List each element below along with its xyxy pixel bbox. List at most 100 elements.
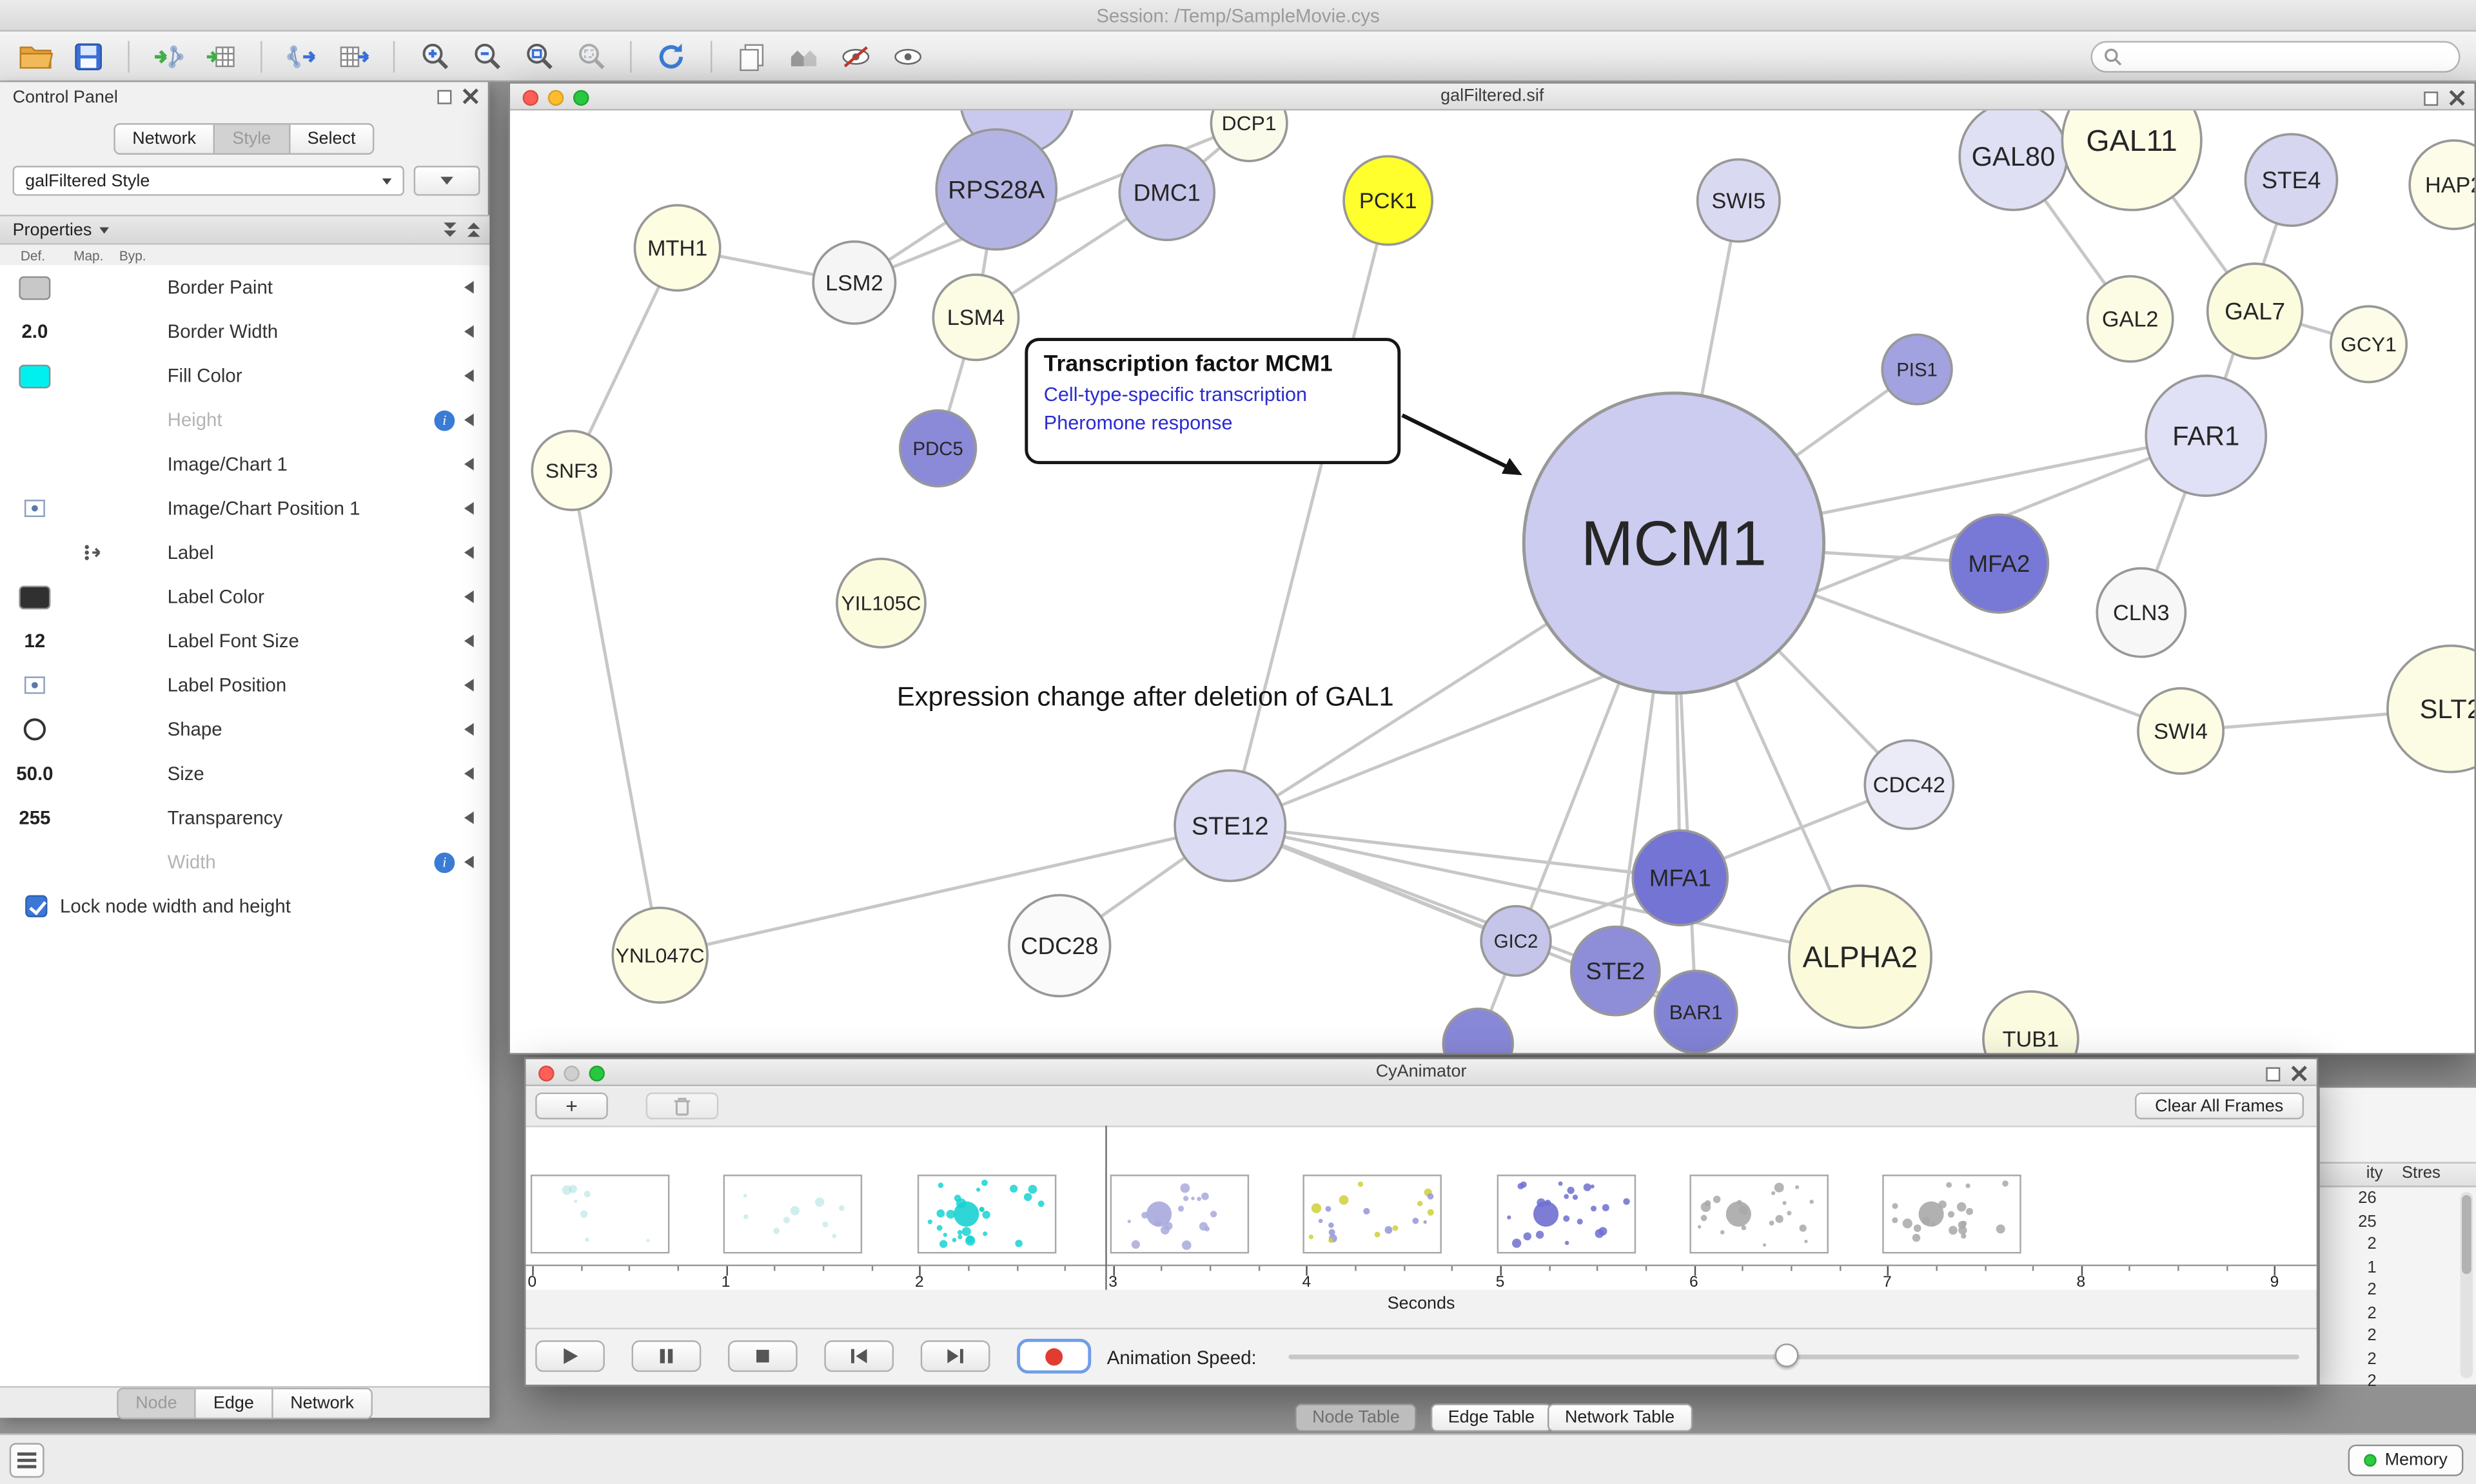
search-input[interactable]: [2130, 47, 2448, 66]
annotation-link-1[interactable]: Cell-type-specific transcription: [1043, 384, 1308, 406]
node-dmc1[interactable]: DMC1: [1118, 144, 1216, 242]
node-dcp1[interactable]: DCP1: [1210, 110, 1288, 162]
node-gic2[interactable]: GIC2: [1480, 904, 1552, 977]
expand-arrow-icon[interactable]: [464, 679, 474, 692]
delete-frame-button[interactable]: [645, 1092, 719, 1120]
close-window-icon[interactable]: [522, 89, 539, 105]
zoom-selected-icon[interactable]: [570, 35, 611, 77]
node-ste2[interactable]: STE2: [1569, 925, 1661, 1017]
frame-thumbnail-2[interactable]: [723, 1175, 863, 1254]
tab-style[interactable]: Style: [215, 123, 290, 155]
float-window-icon[interactable]: [2424, 90, 2439, 105]
property-row-shape[interactable]: Shape: [0, 707, 489, 752]
node-cdc42[interactable]: CDC42: [1863, 739, 1955, 830]
mcm1-annotation[interactable]: Transcription factor MCM1 Cell-type-spec…: [1025, 338, 1401, 465]
network-canvas[interactable]: DCP1RPS28ADMC1PCK1SWI5GAL80GAL11STE4HAP2…: [510, 110, 2475, 1053]
table-tab-node-table[interactable]: Node Table: [1295, 1403, 1417, 1432]
node-swi4[interactable]: SWI4: [2137, 687, 2225, 775]
expand-arrow-icon[interactable]: [464, 634, 474, 648]
node-gal2[interactable]: GAL2: [2086, 275, 2174, 363]
zoom-in-icon[interactable]: [414, 35, 455, 77]
expand-arrow-icon[interactable]: [464, 280, 474, 294]
memory-button[interactable]: Memory: [2348, 1444, 2464, 1476]
default-value-cell[interactable]: 255: [19, 806, 51, 829]
expand-arrow-icon[interactable]: [464, 458, 474, 471]
expand-arrow-icon[interactable]: [464, 723, 474, 736]
property-row-label-color[interactable]: Label Color: [0, 574, 489, 619]
tab-network[interactable]: Network: [113, 123, 215, 155]
close-view-icon[interactable]: [2449, 90, 2464, 106]
table-col-ity[interactable]: ity: [2366, 1163, 2383, 1183]
node-ynl047c[interactable]: YNL047C: [611, 906, 709, 1004]
open-session-icon[interactable]: [15, 35, 57, 77]
table-row[interactable]: 1: [2367, 1257, 2377, 1277]
skip-to-end-button[interactable]: [920, 1340, 990, 1372]
node-pdc5[interactable]: PDC5: [899, 409, 978, 488]
minimize-window-icon[interactable]: [547, 89, 564, 105]
node-tub1[interactable]: TUB1: [1982, 990, 2079, 1053]
table-col-stres[interactable]: Stres: [2401, 1163, 2441, 1183]
close-window-icon[interactable]: [538, 1064, 555, 1081]
default-value-cell[interactable]: 12: [24, 630, 46, 652]
node-clipped[interactable]: [1442, 1008, 1514, 1053]
cyanimator-titlebar[interactable]: CyAnimator: [526, 1059, 2317, 1086]
node-gal11[interactable]: GAL11: [2061, 110, 2203, 211]
panel-toggle-button[interactable]: [9, 1443, 44, 1478]
property-row-label-position[interactable]: Label Position: [0, 663, 489, 708]
zoom-fit-icon[interactable]: [518, 35, 559, 77]
lock-checkbox[interactable]: [25, 895, 48, 917]
node-bar1[interactable]: BAR1: [1653, 970, 1738, 1053]
first-neighbors-icon[interactable]: [783, 35, 825, 77]
property-row-image-chart-1[interactable]: Image/Chart 1: [0, 442, 489, 487]
lock-size-row[interactable]: Lock node width and height: [0, 884, 489, 928]
export-network-icon[interactable]: [281, 35, 322, 77]
network-window-titlebar[interactable]: galFiltered.sif: [510, 83, 2475, 111]
expand-arrow-icon[interactable]: [464, 413, 474, 427]
network-edge[interactable]: [1228, 200, 1390, 826]
node-rps28a[interactable]: RPS28A: [935, 128, 1058, 251]
default-value-cell[interactable]: [0, 676, 70, 694]
show-all-icon[interactable]: [887, 35, 928, 77]
info-icon[interactable]: i: [434, 409, 455, 431]
frame-thumbnail-8[interactable]: [1882, 1175, 2021, 1254]
timeline-playhead[interactable]: [1105, 1126, 1107, 1290]
style-options-button[interactable]: [413, 166, 480, 196]
node-lsm4[interactable]: LSM4: [932, 273, 1020, 362]
node-pis1[interactable]: PIS1: [1881, 333, 1953, 405]
node-cln3[interactable]: CLN3: [2096, 567, 2187, 658]
default-value-cell[interactable]: [0, 364, 70, 388]
node-gcy1[interactable]: GCY1: [2329, 305, 2408, 384]
clear-all-frames-button[interactable]: Clear All Frames: [2134, 1092, 2304, 1120]
info-icon[interactable]: i: [434, 852, 455, 873]
table-row[interactable]: 2: [2367, 1326, 2377, 1345]
default-value-cell[interactable]: [0, 499, 70, 518]
hide-selected-icon[interactable]: [836, 35, 877, 77]
node-swi5[interactable]: SWI5: [1696, 158, 1781, 243]
frame-thumbnail-3[interactable]: [917, 1175, 1057, 1254]
table-row[interactable]: 2: [2367, 1303, 2377, 1323]
node-mfa2[interactable]: MFA2: [1949, 513, 2050, 614]
expand-arrow-icon[interactable]: [464, 546, 474, 559]
cp-bottom-tab-edge[interactable]: Edge: [195, 1387, 273, 1419]
float-panel-icon[interactable]: [437, 89, 452, 104]
zoom-window-icon[interactable]: [589, 1064, 605, 1081]
node-mth1[interactable]: MTH1: [633, 204, 722, 292]
node-hap2[interactable]: HAP2: [2408, 139, 2475, 230]
property-row-border-paint[interactable]: Border Paint: [0, 265, 489, 309]
table-tab-edge-table[interactable]: Edge Table: [1430, 1403, 1553, 1432]
frame-thumbnail-4[interactable]: [1110, 1175, 1250, 1254]
table-tab-network-table[interactable]: Network Table: [1548, 1403, 1693, 1432]
table-row[interactable]: 2: [2367, 1372, 2377, 1391]
property-row-image-chart-position-1[interactable]: Image/Chart Position 1: [0, 486, 489, 531]
network-caption[interactable]: Expression change after deletion of GAL1: [897, 681, 1394, 712]
network-edge[interactable]: [1230, 824, 1680, 880]
search-box[interactable]: [2090, 41, 2461, 73]
frame-thumbnail-7[interactable]: [1689, 1175, 1829, 1254]
cp-bottom-tab-node[interactable]: Node: [116, 1387, 196, 1419]
frame-thumbnail-6[interactable]: [1497, 1175, 1636, 1254]
node-ste4[interactable]: STE4: [2244, 133, 2339, 228]
network-edge[interactable]: [1230, 824, 1861, 959]
